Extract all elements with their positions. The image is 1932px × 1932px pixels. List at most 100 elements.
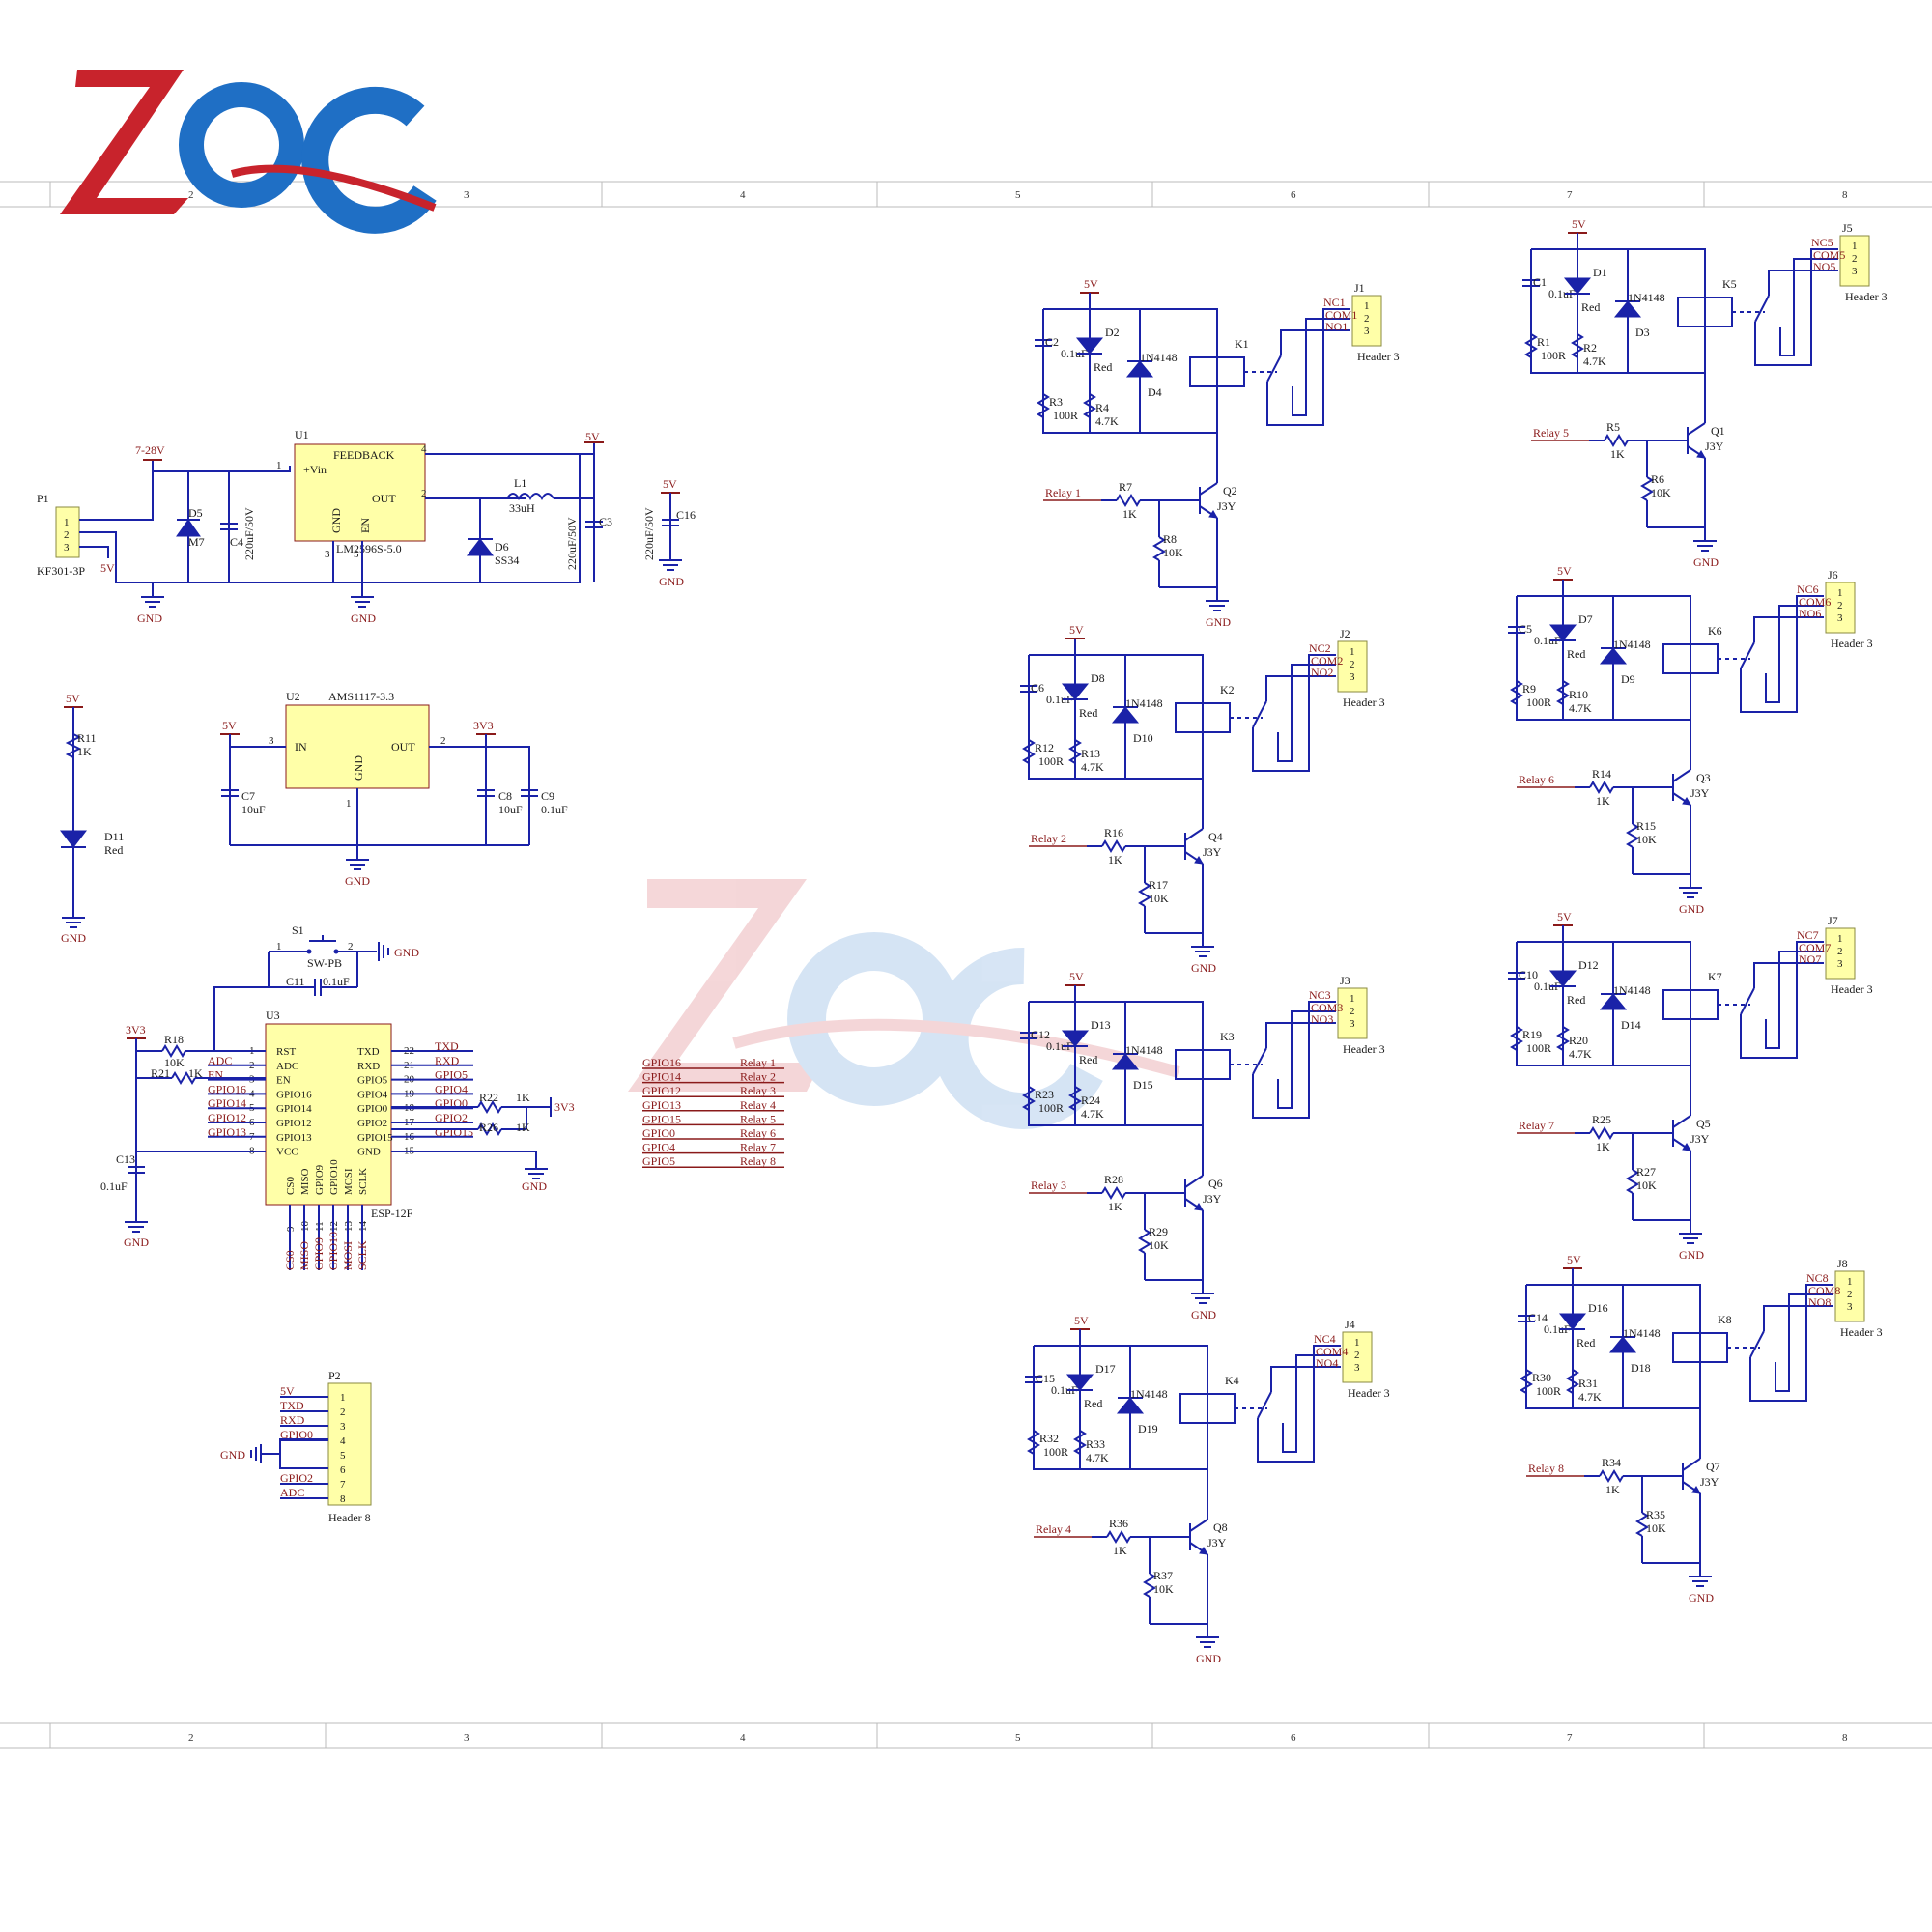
relay-q-part: J3Y <box>1203 1192 1222 1206</box>
svg-text:C4: C4 <box>230 535 243 549</box>
gnd-label: GND <box>1191 1308 1216 1321</box>
relay-header-ref: J4 <box>1345 1318 1355 1331</box>
p2-pin-net: ADC <box>280 1486 304 1499</box>
mcu-net-bottom: MISO <box>298 1241 311 1270</box>
map-gpio: GPIO5 <box>642 1154 675 1168</box>
map-gpio: GPIO14 <box>642 1070 681 1084</box>
relay-rled-val: 100R <box>1541 349 1566 362</box>
relay-nc: NC2 <box>1309 641 1331 655</box>
svg-text:GND: GND <box>352 755 365 781</box>
p2-pin-num: 1 <box>340 1392 346 1404</box>
grid-column-top: 5 <box>1015 189 1021 201</box>
relay-diode-ref: D14 <box>1621 1018 1641 1032</box>
relay-5v: 5V <box>1572 217 1586 231</box>
relay-header-pin: 1 <box>1852 241 1858 252</box>
svg-text:EN: EN <box>358 518 372 533</box>
map-relay: Relay 8 <box>740 1154 776 1168</box>
relay-q-part: J3Y <box>1217 499 1236 513</box>
relay-diode-part: 1N4148 <box>1613 983 1651 997</box>
relay-rled-val: 100R <box>1526 1041 1551 1055</box>
relay-rbias-ref: R15 <box>1636 819 1656 833</box>
relay-rpull-ref: R31 <box>1578 1377 1598 1390</box>
relay-q-ref: Q6 <box>1208 1177 1223 1190</box>
logo <box>60 70 437 234</box>
relay-rpull-val: 4.7K <box>1569 701 1592 715</box>
relay-header-part: Header 3 <box>1845 290 1888 303</box>
relay-signal: Relay 6 <box>1519 773 1554 786</box>
svg-text:GND: GND <box>124 1236 149 1249</box>
relay-led-ref: D16 <box>1588 1301 1608 1315</box>
relay-signal: Relay 7 <box>1519 1119 1554 1132</box>
relay-led-color: Red <box>1567 993 1585 1007</box>
relay-cap-val: 0.1uF <box>1061 347 1088 360</box>
p2-pin-num: 5 <box>340 1450 346 1462</box>
svg-text:IN: IN <box>295 740 307 753</box>
relay-rbase-ref: R16 <box>1104 826 1123 839</box>
relay-rbias-ref: R8 <box>1163 532 1177 546</box>
map-relay: Relay 4 <box>740 1098 776 1112</box>
grid-column-bottom: 3 <box>464 1732 469 1744</box>
svg-text:3: 3 <box>269 735 274 747</box>
svg-text:1: 1 <box>64 517 70 528</box>
map-gpio: GPIO4 <box>642 1141 675 1154</box>
svg-text:3V3: 3V3 <box>554 1100 575 1114</box>
map-gpio: GPIO15 <box>642 1112 681 1125</box>
relay-5v: 5V <box>1069 970 1084 983</box>
svg-text:0.1uF: 0.1uF <box>541 803 568 816</box>
relay-channel: 5VC150.1uFD17RedR32100RR334.7K1N4148D19K… <box>1025 1314 1390 1665</box>
relay-q-ref: Q8 <box>1213 1520 1228 1534</box>
relay-q-part: J3Y <box>1705 440 1724 453</box>
relay-q-ref: Q5 <box>1696 1117 1711 1130</box>
mcu-pin-name: CS0 <box>285 1177 297 1195</box>
svg-text:R22: R22 <box>479 1091 498 1104</box>
relay-header-ref: J7 <box>1828 914 1838 927</box>
mcu-net-right: GPIO0 <box>435 1096 468 1110</box>
relay-header-pin: 1 <box>1354 1337 1360 1349</box>
relay-header-part: Header 3 <box>1343 1042 1385 1056</box>
relay-q-ref: Q3 <box>1696 771 1711 784</box>
grid-column-bottom: 5 <box>1015 1732 1021 1744</box>
relay-rled-val: 100R <box>1053 409 1078 422</box>
relay-rbias-ref: R6 <box>1651 472 1664 486</box>
relay-coil-ref: K4 <box>1225 1374 1239 1387</box>
relay-com: COM4 <box>1316 1345 1348 1358</box>
svg-text:AMS1117-3.3: AMS1117-3.3 <box>328 690 394 703</box>
relay-q-ref: Q2 <box>1223 484 1237 497</box>
svg-text:220uF/50V: 220uF/50V <box>242 507 256 560</box>
map-relay: Relay 3 <box>740 1084 776 1097</box>
svg-text:3: 3 <box>64 542 70 554</box>
grid-column-bottom: 7 <box>1567 1732 1573 1744</box>
gnd-label: GND <box>1679 1248 1704 1262</box>
svg-text:R26: R26 <box>479 1121 498 1134</box>
svg-text:ESP-12F: ESP-12F <box>371 1207 413 1220</box>
relay-header-part: Header 3 <box>1831 982 1873 996</box>
mcu-net-right: GPIO4 <box>435 1082 468 1095</box>
relay-rled-ref: R12 <box>1035 741 1054 754</box>
relay-coil-ref: K8 <box>1718 1313 1732 1326</box>
p2-pin-num: 6 <box>340 1464 346 1476</box>
relay-q-ref: Q1 <box>1711 424 1725 438</box>
relay-nc: NC5 <box>1811 236 1833 249</box>
relay-rled-val: 100R <box>1043 1445 1068 1459</box>
relay-cap-ref: C12 <box>1031 1028 1050 1041</box>
relay-header-pin: 1 <box>1837 587 1843 599</box>
relay-rpull-val: 4.7K <box>1081 1107 1104 1121</box>
svg-text:1K: 1K <box>77 745 92 758</box>
svg-text:C13: C13 <box>116 1152 135 1166</box>
mcu-pin-name: GPIO15 <box>357 1132 393 1144</box>
svg-text:3V3: 3V3 <box>473 719 494 732</box>
svg-text:U3: U3 <box>266 1009 280 1022</box>
relay-rbase-val: 1K <box>1122 507 1137 521</box>
grid-column-top: 3 <box>464 189 469 201</box>
svg-text:C8: C8 <box>498 789 512 803</box>
relay-no: NO3 <box>1311 1012 1333 1026</box>
mcu-net-right: GPIO15 <box>435 1125 473 1139</box>
relay-header-ref: J1 <box>1354 281 1365 295</box>
svg-text:OUT: OUT <box>391 740 415 753</box>
relay-rbias-ref: R27 <box>1636 1165 1656 1179</box>
svg-text:2: 2 <box>348 941 354 952</box>
mcu-pin-name: GPIO16 <box>276 1089 312 1100</box>
mcu-pin-name: GPIO14 <box>276 1103 312 1115</box>
relay-header-pin: 1 <box>1364 300 1370 312</box>
relay-rbias-ref: R29 <box>1149 1225 1168 1238</box>
